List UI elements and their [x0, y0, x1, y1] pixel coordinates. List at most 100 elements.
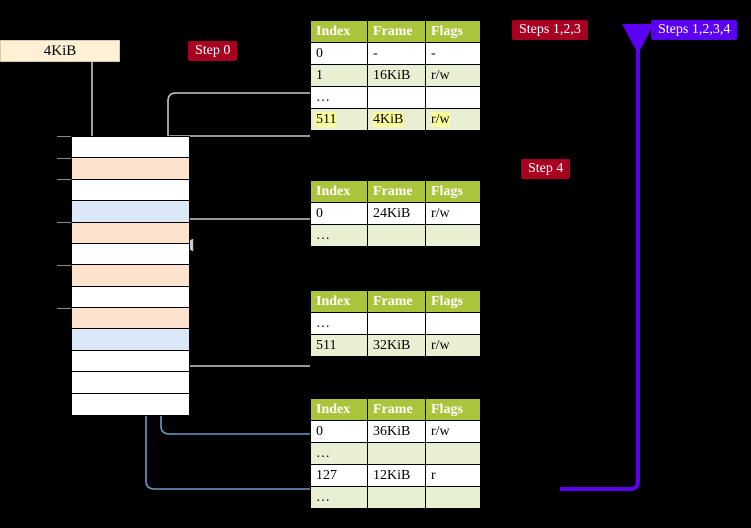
badge-step-0: Step 0: [188, 41, 238, 61]
table-cell: 1: [310, 64, 368, 87]
table-row: …: [310, 442, 481, 465]
table-row: …: [310, 224, 481, 247]
physical-memory-column: [71, 136, 190, 416]
memory-frame-row: [72, 372, 189, 394]
table-cell: 36KiB: [367, 420, 426, 443]
cell-value: 0: [316, 205, 323, 221]
table-header-index: Index: [310, 20, 368, 43]
table-header-frame: Frame: [367, 180, 426, 203]
memory-frame-row: [72, 243, 189, 266]
cell-value: 0: [316, 423, 323, 439]
cell-value: …: [316, 445, 330, 461]
cell-value: …: [316, 489, 330, 505]
memory-frame-row: [72, 308, 189, 330]
cell-value: 4KiB: [373, 111, 404, 127]
table-cell: 0: [310, 420, 368, 443]
memory-tick: [57, 158, 71, 159]
table-cell: 12KiB: [367, 464, 426, 487]
table-header-flags: Flags: [425, 180, 481, 203]
table-cell: …: [310, 312, 368, 335]
badge-steps-1234: Steps 1,2,3,4: [651, 20, 738, 40]
memory-frame-row: [72, 137, 189, 159]
memory-frame-row: [72, 179, 189, 202]
badge-steps-123: Steps 1,2,3: [512, 20, 588, 40]
memory-frame-row: [72, 201, 189, 223]
table-cell: 16KiB: [367, 64, 426, 87]
table-header-flags: Flags: [425, 290, 481, 313]
table-cell: r: [425, 464, 481, 487]
table-cell: r/w: [425, 108, 481, 131]
memory-frame-row: [72, 286, 189, 308]
table-cell: [367, 442, 426, 465]
cell-value: r: [431, 467, 436, 483]
table-cell: …: [310, 86, 368, 109]
table-cell: [425, 86, 481, 109]
table-cell: r/w: [425, 420, 481, 443]
link-table2-to-memory: [180, 218, 310, 252]
table-cell: 511: [310, 334, 368, 357]
cell-value: 511: [316, 337, 337, 353]
table-header-frame: Frame: [367, 290, 426, 313]
memory-frame-row: [72, 329, 189, 351]
table-row: 0 36KiB r/w: [310, 420, 481, 443]
table-header-index: Index: [310, 180, 368, 203]
table-row: 511 32KiB r/w: [310, 334, 481, 357]
cell-value: r/w: [431, 423, 450, 439]
cell-value: r/w: [431, 337, 450, 353]
cell-value: r/w: [431, 205, 450, 221]
cell-value: …: [316, 315, 330, 331]
table-cell: 24KiB: [367, 202, 426, 225]
cell-value: 16KiB: [373, 67, 411, 83]
cell-value: 0: [316, 45, 323, 61]
table-header-flags: Flags: [425, 20, 481, 43]
table-cell: …: [310, 224, 368, 247]
table-cell: …: [310, 486, 368, 509]
cell-value: …: [316, 227, 330, 243]
memory-tick: [57, 136, 71, 137]
memory-tick: [57, 222, 71, 223]
memory-tick: [57, 179, 71, 180]
table-row: 0 - -: [310, 42, 481, 65]
table-row: 1 16KiB r/w: [310, 64, 481, 87]
table-cell: …: [310, 442, 368, 465]
cell-value: 127: [316, 467, 337, 483]
memory-tick: [57, 265, 71, 266]
table-header-index: Index: [310, 398, 368, 421]
memory-frame-row: [72, 393, 189, 415]
cell-value: -: [431, 45, 436, 61]
cell-value: 1: [316, 67, 323, 83]
table-header-frame: Frame: [367, 20, 426, 43]
memory-frame-row: [72, 350, 189, 373]
cell-value: 32KiB: [373, 337, 411, 353]
table-cell: 4KiB: [367, 108, 426, 131]
table-cell: 127: [310, 464, 368, 487]
table-cell: [425, 224, 481, 247]
table-cell: r/w: [425, 334, 481, 357]
cell-value: r/w: [431, 67, 450, 83]
memory-frame-row: [72, 265, 189, 287]
table-cell: r/w: [425, 64, 481, 87]
cell-value: -: [373, 45, 378, 61]
table-cell: 511: [310, 108, 368, 131]
frame-label-box: 4KiB: [0, 40, 120, 62]
link-table3-to-memory: [170, 331, 310, 367]
table-header-flags: Flags: [425, 398, 481, 421]
table-cell: 0: [310, 202, 368, 225]
frame-label-text: 4KiB: [43, 43, 77, 59]
table-row: 0 24KiB r/w: [310, 202, 481, 225]
memory-tick: [57, 308, 71, 309]
table-cell: -: [425, 42, 481, 65]
table-cell: [367, 86, 426, 109]
table-row: …: [310, 312, 481, 335]
table-cell: [425, 312, 481, 335]
table-row: …: [310, 486, 481, 509]
cell-value: 24KiB: [373, 205, 411, 221]
table-cell: 32KiB: [367, 334, 426, 357]
table-cell: [367, 312, 426, 335]
memory-frame-row: [72, 222, 189, 244]
cell-value: …: [316, 89, 330, 105]
violet-flow-arrow: [560, 24, 654, 491]
cell-value: 36KiB: [373, 423, 411, 439]
